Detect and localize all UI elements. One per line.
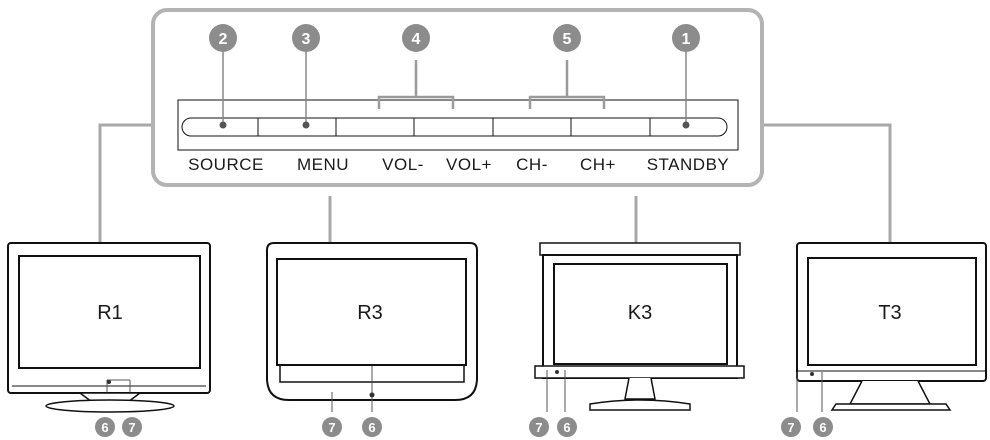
tv-r3-badge-6-text: 6 [368, 420, 375, 435]
tv-k3-badge-7-text: 7 [535, 420, 542, 435]
tv-k3-badge-7: 7 [529, 417, 549, 437]
label-vol-plus: VOL+ [446, 155, 492, 174]
tv-r1-screen [18, 255, 201, 369]
label-source: SOURCE [188, 155, 264, 174]
button-dividers [257, 118, 651, 136]
bracket-channel [528, 60, 606, 109]
tv-k3-screen [553, 263, 728, 365]
badge-volume-text: 4 [412, 31, 421, 48]
tv-k3-neck [624, 377, 656, 400]
tv-r1-base [45, 399, 175, 413]
tv-k3: K3 7 6 [529, 242, 745, 437]
badge-source: 2 [209, 24, 237, 52]
badge-standby-text: 1 [682, 31, 691, 48]
tv-t3-badge-6-text: 6 [819, 420, 826, 435]
tv-t3: T3 7 6 [781, 242, 987, 437]
tv-r3-led [369, 392, 375, 398]
label-standby: STANDBY [647, 155, 730, 174]
tv-r1-badge-7-text: 7 [128, 420, 135, 435]
button-bar [181, 117, 728, 137]
badge-menu-text: 3 [302, 31, 311, 48]
label-ch-minus: CH- [516, 155, 548, 174]
tv-r3: R3 7 6 [266, 242, 478, 437]
tv-k3-label: K3 [628, 302, 652, 324]
badge-channel: 5 [553, 24, 581, 52]
connector-lines [98, 123, 892, 243]
connector-r1 [98, 123, 152, 243]
tv-r3-label: R3 [357, 302, 383, 324]
tv-k3-led [555, 370, 559, 374]
tv-k3-top [539, 242, 741, 256]
tv-t3-led [810, 372, 814, 376]
tv-r1: R1 6 7 [7, 242, 211, 437]
tv-k3-base [589, 399, 691, 411]
badge-menu: 3 [292, 24, 320, 52]
dot-standby [682, 121, 690, 129]
tv-r1-badge-6-text: 6 [101, 420, 108, 435]
badge-standby: 1 [672, 24, 700, 52]
badge-channel-text: 5 [563, 31, 572, 48]
control-panel: 2 3 4 5 1 SOURCE MENU VOL- VOL+ CH- CH+ … [151, 8, 764, 187]
badge-volume: 4 [402, 24, 430, 52]
dot-source [219, 121, 227, 129]
tv-r3-badge-7: 7 [322, 417, 342, 437]
label-vol-minus: VOL- [382, 155, 424, 174]
tv-t3-screen [807, 257, 977, 366]
tv-t3-stand [848, 380, 932, 405]
label-ch-plus: CH+ [580, 155, 616, 174]
tv-r3-badge-6: 6 [362, 417, 382, 437]
bracket-volume [377, 60, 455, 109]
tv-r3-screen [276, 258, 467, 366]
tv-t3-badge-6: 6 [813, 417, 833, 437]
tv-t3-badge-7-text: 7 [787, 420, 794, 435]
tv-k3-lower [534, 365, 745, 379]
tv-r3-badge-7-text: 7 [328, 420, 335, 435]
tv-t3-badge-7: 7 [781, 417, 801, 437]
dot-menu [302, 121, 310, 129]
tv-t3-label: T3 [878, 302, 901, 324]
tv-t3-base [830, 403, 952, 411]
tv-k3-badge-6-text: 6 [563, 420, 570, 435]
tv-r1-badge-7: 7 [122, 417, 142, 437]
tv-k3-badge-6: 6 [557, 417, 577, 437]
connector-t3 [762, 123, 892, 243]
tv-r1-led [107, 380, 111, 384]
label-menu: MENU [297, 155, 349, 174]
tv-r1-badge-6: 6 [95, 417, 115, 437]
tv-r1-label: R1 [97, 302, 123, 324]
badge-source-text: 2 [219, 31, 228, 48]
